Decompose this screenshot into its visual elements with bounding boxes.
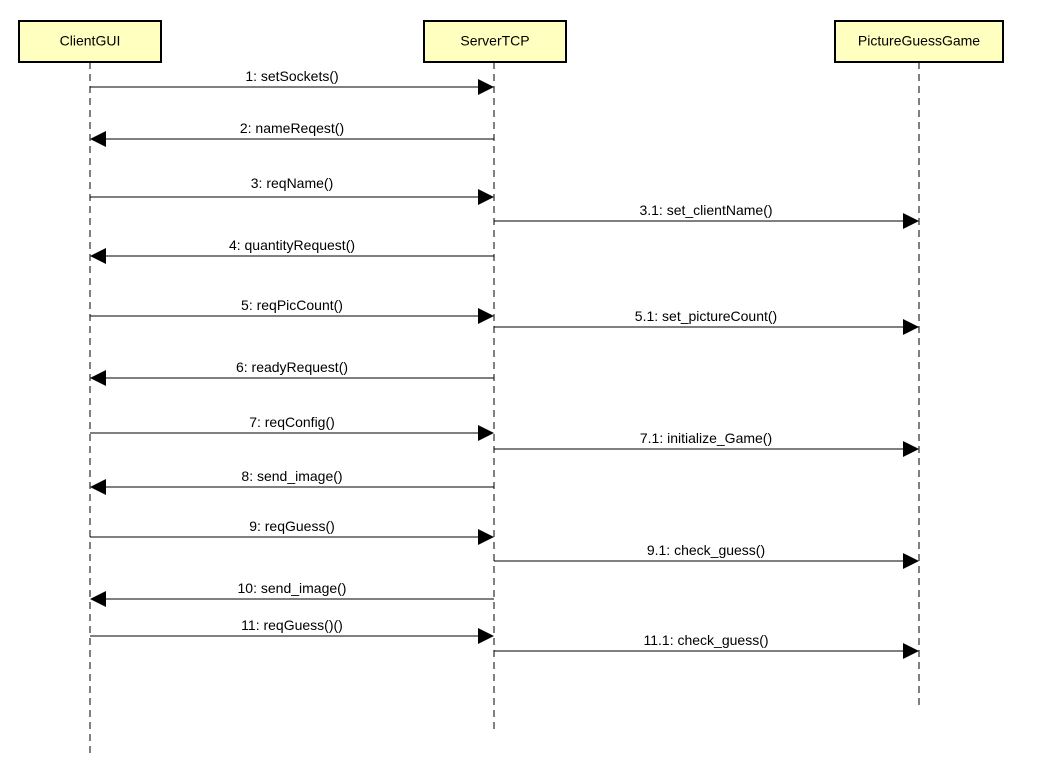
message-9-1[interactable]: 9.1: check_guess()	[494, 542, 919, 569]
message-4[interactable]: 4: quantityRequest()	[90, 237, 494, 264]
message-3-label: 3: reqName()	[251, 175, 333, 191]
message-1-arrowhead	[478, 79, 494, 95]
message-3-arrowhead	[478, 189, 494, 205]
message-7-label: 7: reqConfig()	[249, 414, 335, 430]
lifeline-game-label: PictureGuessGame	[858, 33, 980, 49]
lifeline-client-box[interactable]	[18, 20, 162, 63]
message-6-label: 6: readyRequest()	[236, 359, 348, 375]
message-3[interactable]: 3: reqName()	[90, 175, 494, 205]
message-7[interactable]: 7: reqConfig()	[90, 414, 494, 441]
message-5-1-arrowhead	[903, 319, 919, 335]
message-11-label: 11: reqGuess()()	[241, 617, 343, 633]
message-7-1-arrowhead	[903, 441, 919, 457]
message-8-label: 8: send_image()	[241, 468, 342, 484]
message-5-1-label: 5.1: set_pictureCount()	[635, 308, 777, 324]
message-7-arrowhead	[478, 425, 494, 441]
message-8[interactable]: 8: send_image()	[90, 468, 494, 495]
message-4-label: 4: quantityRequest()	[229, 237, 355, 253]
message-9-label: 9: reqGuess()	[249, 518, 335, 534]
message-10-label: 10: send_image()	[238, 580, 347, 596]
message-2-label: 2: nameReqest()	[240, 120, 344, 136]
message-7-1-label: 7.1: initialize_Game()	[640, 430, 772, 446]
message-7-1[interactable]: 7.1: initialize_Game()	[494, 430, 919, 457]
message-8-arrowhead	[90, 479, 106, 495]
message-9[interactable]: 9: reqGuess()	[90, 518, 494, 545]
message-3-1-label: 3.1: set_clientName()	[639, 202, 772, 218]
message-10[interactable]: 10: send_image()	[90, 580, 494, 607]
message-9-1-label: 9.1: check_guess()	[647, 542, 765, 558]
message-10-arrowhead	[90, 591, 106, 607]
message-11[interactable]: 11: reqGuess()()	[90, 617, 494, 644]
message-11-arrowhead	[478, 628, 494, 644]
message-11-1-arrowhead	[903, 643, 919, 659]
message-1[interactable]: 1: setSockets()	[90, 68, 494, 95]
lifeline-server-box[interactable]	[423, 20, 567, 63]
message-2-arrowhead	[90, 131, 106, 147]
message-6[interactable]: 6: readyRequest()	[90, 359, 494, 386]
lifeline-client-label: ClientGUI	[60, 33, 121, 49]
message-11-1-label: 11.1: check_guess()	[643, 632, 768, 648]
message-5[interactable]: 5: reqPicCount()	[90, 297, 494, 324]
message-5-1[interactable]: 5.1: set_pictureCount()	[494, 308, 919, 335]
message-5-arrowhead	[478, 308, 494, 324]
lifeline-game: PictureGuessGame	[834, 20, 1004, 706]
lifeline-game-box[interactable]	[834, 20, 1004, 63]
message-9-1-arrowhead	[903, 553, 919, 569]
message-6-arrowhead	[90, 370, 106, 386]
lifeline-server-label: ServerTCP	[460, 33, 529, 49]
message-5-label: 5: reqPicCount()	[241, 297, 343, 313]
message-11-1[interactable]: 11.1: check_guess()	[494, 632, 919, 659]
lifeline-client: ClientGUI	[18, 20, 162, 758]
message-2[interactable]: 2: nameReqest()	[90, 120, 494, 147]
message-1-label: 1: setSockets()	[245, 68, 338, 84]
message-9-arrowhead	[478, 529, 494, 545]
message-4-arrowhead	[90, 248, 106, 264]
message-3-1-arrowhead	[903, 213, 919, 229]
lifeline-server: ServerTCP	[423, 20, 567, 732]
message-3-1[interactable]: 3.1: set_clientName()	[494, 202, 919, 229]
